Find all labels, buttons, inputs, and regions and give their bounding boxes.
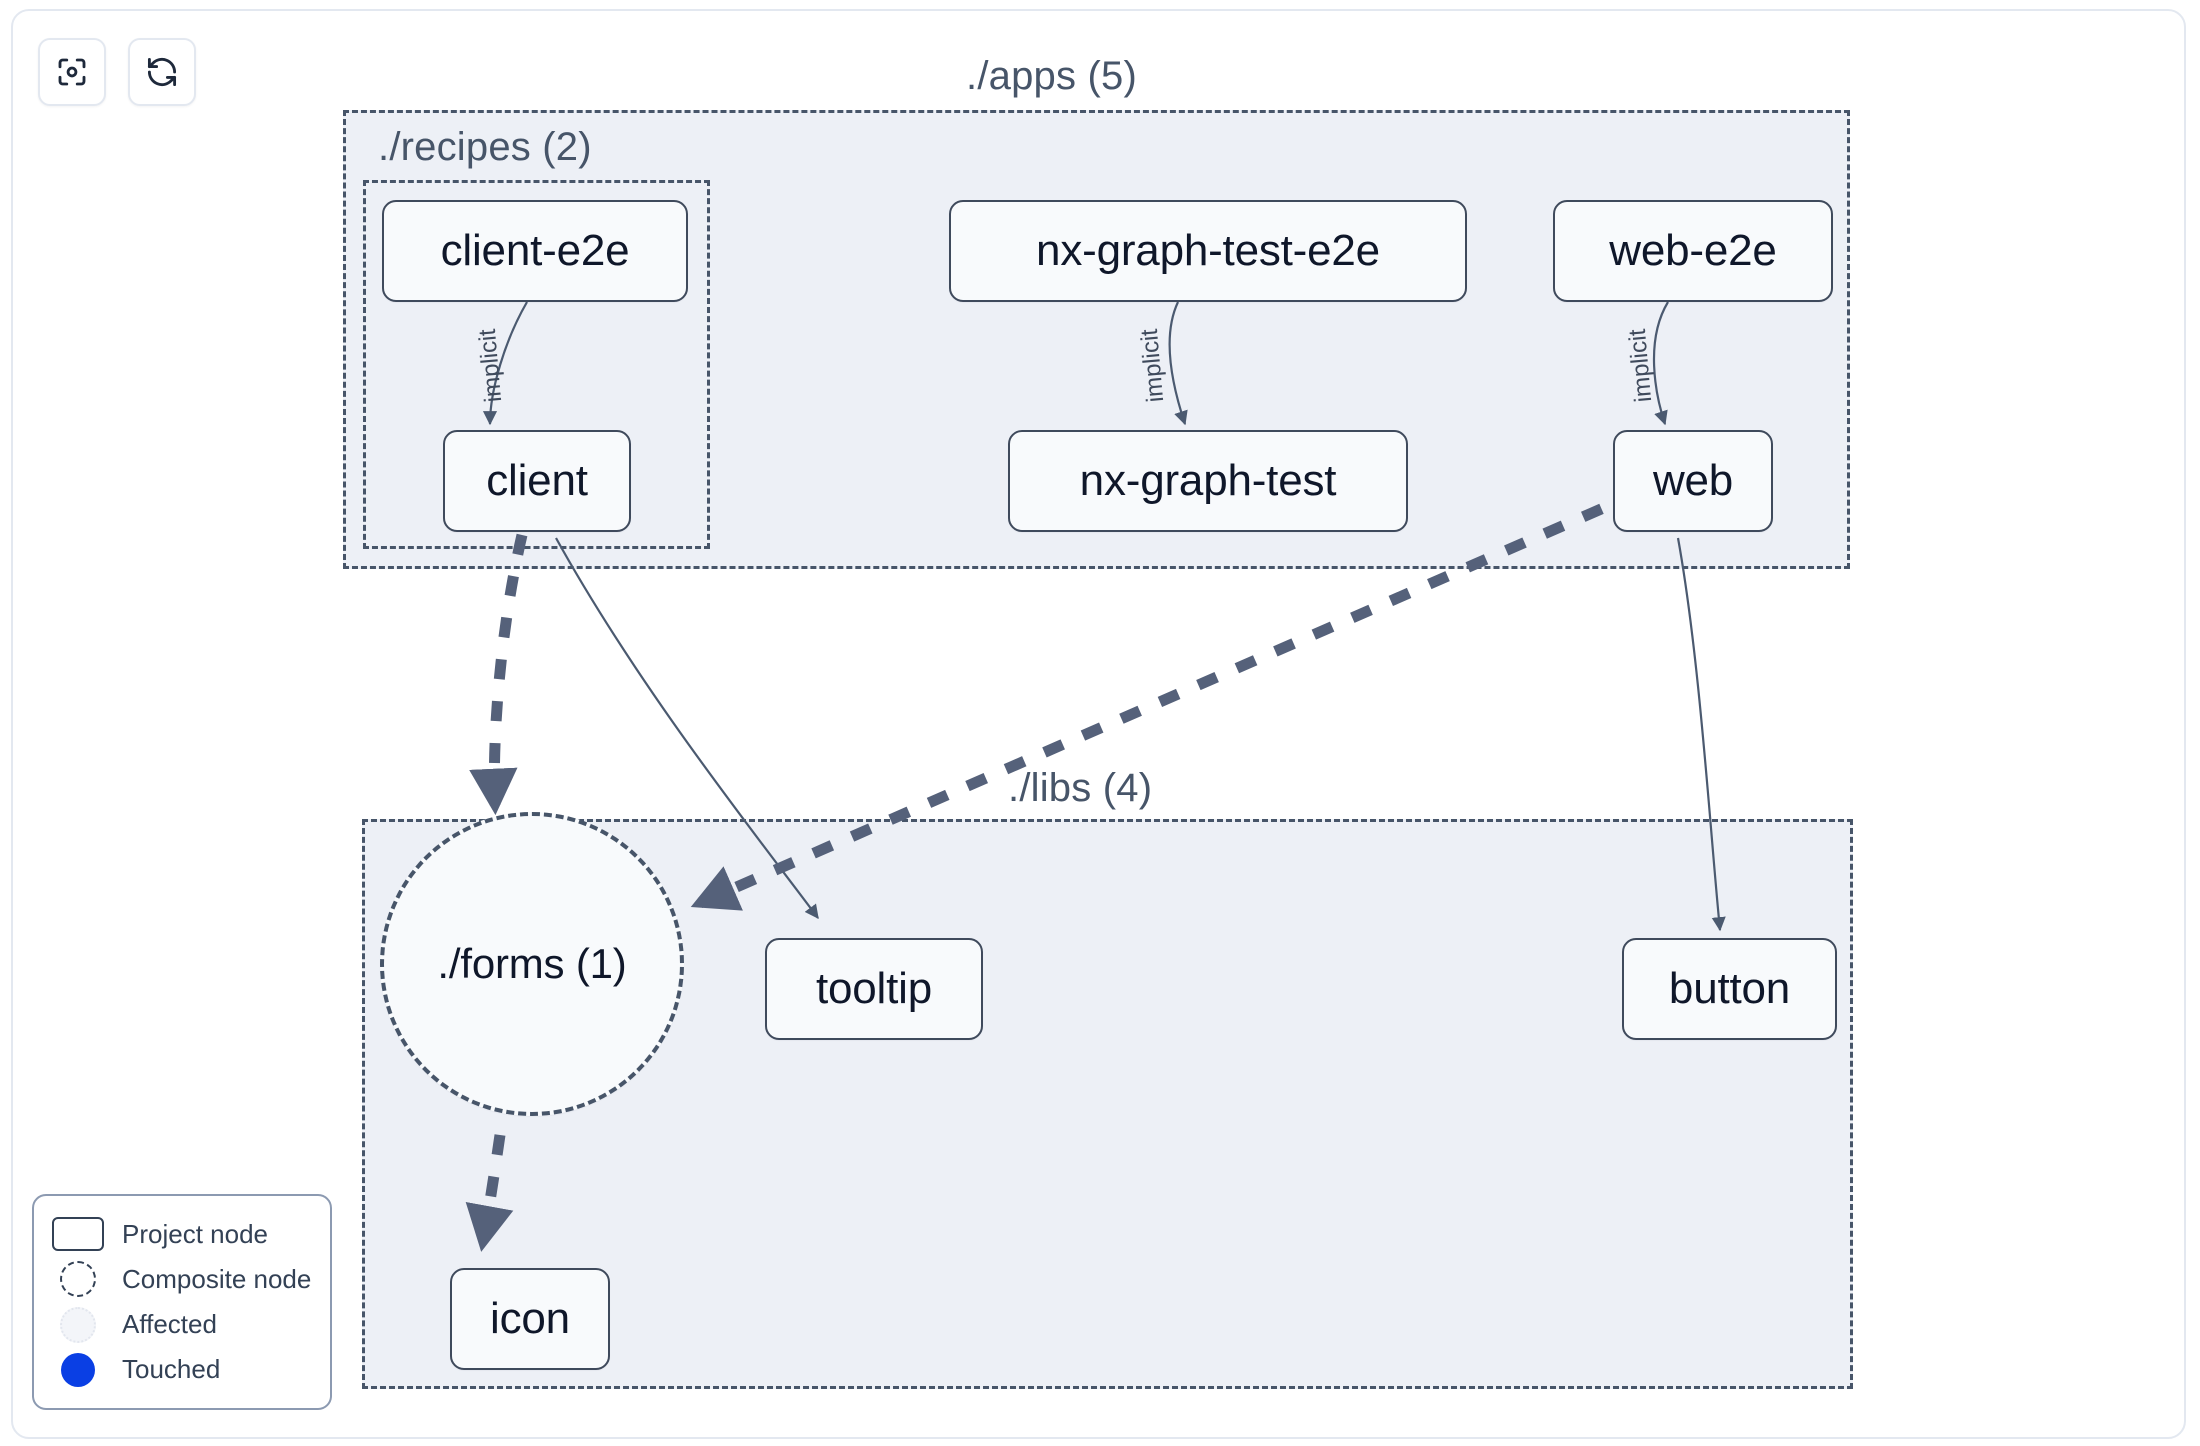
graph-node-label: tooltip xyxy=(815,964,932,1013)
legend-label: Affected xyxy=(122,1309,217,1340)
graph-node-tooltip[interactable]: tooltip xyxy=(765,938,983,1040)
touched-swatch xyxy=(52,1352,104,1388)
legend-label: Composite node xyxy=(122,1263,312,1294)
graph-node-web-e2e[interactable]: web-e2e xyxy=(1553,200,1833,302)
legend-item-touched: Touched xyxy=(52,1348,312,1392)
graph-node-label: web-e2e xyxy=(1609,226,1777,275)
graph-node-web[interactable]: web xyxy=(1613,430,1773,532)
legend-item-project-node: Project node xyxy=(52,1212,312,1256)
group-label-apps: ./apps (5) xyxy=(966,54,1137,98)
graph-node-nx-graph-test[interactable]: nx-graph-test xyxy=(1008,430,1408,532)
affected-swatch xyxy=(52,1306,104,1343)
graph-node-label: client xyxy=(486,456,588,505)
graph-node-client[interactable]: client xyxy=(443,430,631,532)
legend-item-affected: Affected xyxy=(52,1303,312,1347)
graph-node-nx-graph-test-e2e[interactable]: nx-graph-test-e2e xyxy=(949,200,1467,302)
edge-client-to-forms xyxy=(469,533,528,816)
graph-node-label: button xyxy=(1668,964,1791,1013)
focus-graph-button[interactable] xyxy=(38,38,106,106)
project-node-swatch xyxy=(52,1216,104,1252)
graph-node-label: web xyxy=(1652,456,1734,505)
graph-legend: Project node Composite node Affected Tou… xyxy=(32,1194,332,1410)
group-label-libs: ./libs (4) xyxy=(1008,766,1153,810)
refresh-graph-button[interactable] xyxy=(128,38,196,106)
graph-node-label: ./forms (1) xyxy=(437,940,627,987)
focus-target-icon xyxy=(54,54,90,90)
graph-node-label: nx-graph-test xyxy=(1079,456,1337,505)
graph-node-forms[interactable]: ./forms (1) xyxy=(380,812,684,1116)
graph-node-label: client-e2e xyxy=(440,226,630,275)
graph-node-label: nx-graph-test-e2e xyxy=(1036,226,1380,275)
legend-label: Project node xyxy=(122,1218,268,1249)
composite-node-swatch xyxy=(52,1261,104,1298)
graph-node-client-e2e[interactable]: client-e2e xyxy=(382,200,688,302)
graph-node-button[interactable]: button xyxy=(1622,938,1837,1040)
legend-item-composite-node: Composite node xyxy=(52,1257,312,1301)
group-label-recipes: ./recipes (2) xyxy=(378,125,592,169)
graph-toolbar xyxy=(38,38,196,106)
graph-node-label: icon xyxy=(490,1294,570,1343)
legend-label: Touched xyxy=(122,1354,221,1385)
graph-node-icon[interactable]: icon xyxy=(450,1268,610,1370)
refresh-icon xyxy=(144,54,180,90)
